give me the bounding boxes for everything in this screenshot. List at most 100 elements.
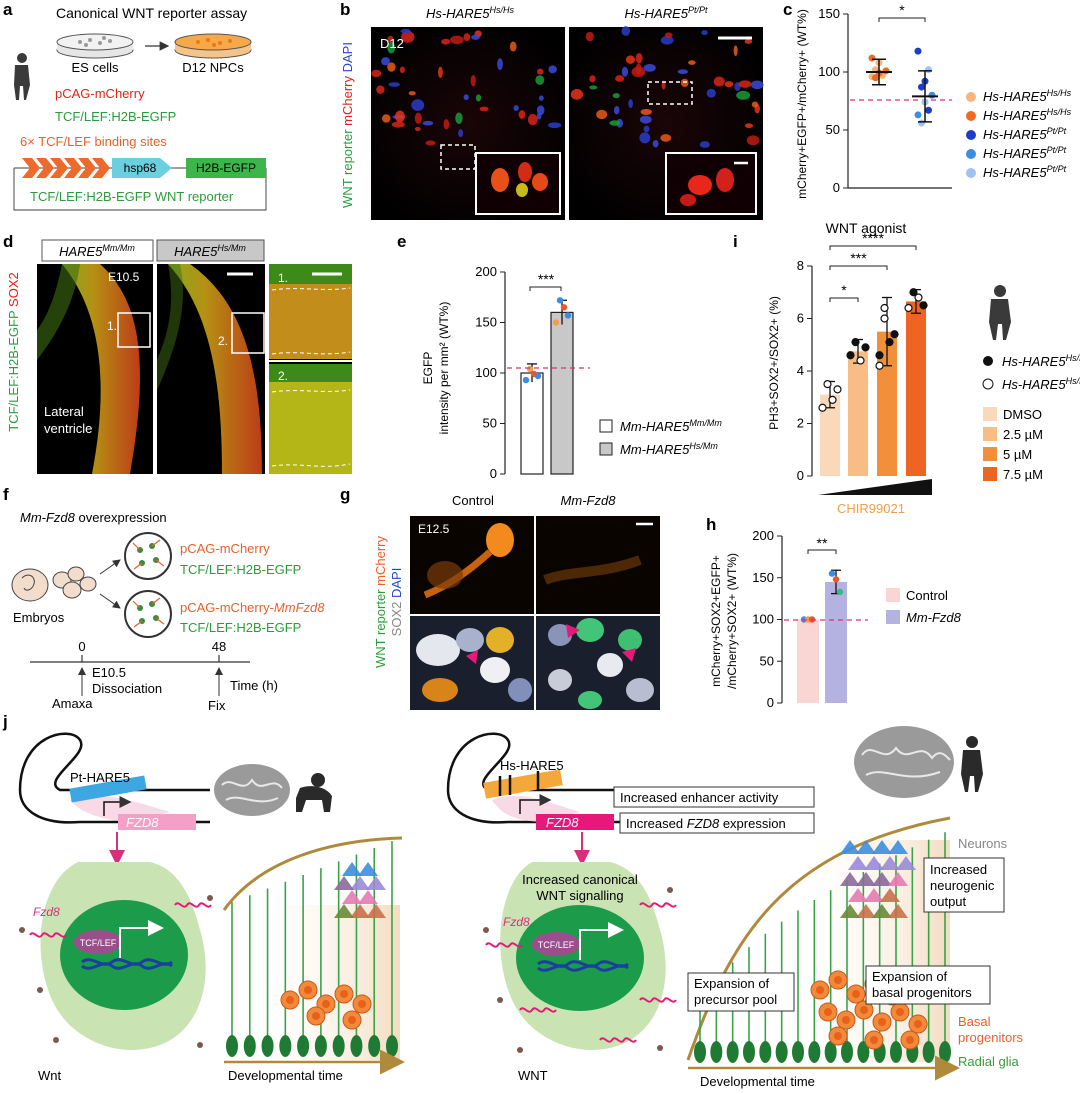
f-fix: Fix: [208, 698, 226, 713]
i-title: WNT agonist: [826, 220, 907, 236]
c-legend-swatch: [966, 168, 976, 178]
b-cell-dot: [536, 105, 545, 116]
j-basal1: Basal: [958, 1014, 991, 1029]
j-left-basal-nucleus: [340, 990, 348, 998]
a-plasmid-backbone: [13, 168, 267, 211]
chimp-brain-icon: [214, 764, 290, 816]
b-cell-dot: [401, 31, 415, 43]
b-cell-dot: [394, 110, 405, 123]
h-tick-label: 50: [760, 653, 774, 668]
b-cell-dot: [497, 58, 503, 71]
h-legend-label: Mm-Fzd8: [906, 610, 962, 625]
h-significance: **: [817, 535, 828, 551]
b-cell-dot: [391, 121, 405, 128]
j-exp-basal2: basal progenitors: [872, 985, 972, 1000]
j-right-radial-glia: [743, 1041, 755, 1063]
e-tick-label: 0: [490, 466, 497, 481]
j-inc-fzd-box: [619, 812, 815, 834]
h-ylabel1: mCherry+SOX2+EGFP+: [709, 555, 723, 687]
a-binding-chevrons: [22, 158, 110, 178]
i-data-marks: [818, 288, 928, 476]
c-tick-label: 100: [818, 64, 840, 79]
b-cell-dot: [387, 62, 396, 72]
j-left-basal-nucleus: [358, 1000, 366, 1008]
b-inset-roi-2: [647, 81, 693, 105]
j-left-neuron: [342, 862, 362, 876]
b-cell-dot: [513, 105, 519, 111]
c-ylabel: mCherry+EGFP+/mCherry+ (WT%): [795, 9, 809, 199]
panel-label-c: c: [783, 0, 792, 19]
j-nucleus-left: [60, 900, 188, 1010]
b-cell-dots: [371, 26, 764, 148]
j-right-basal-nucleus: [852, 990, 860, 998]
e-legend-swatch: [599, 442, 613, 456]
j-right-radial-glia: [759, 1041, 772, 1063]
e-sig-bracket: [529, 286, 562, 291]
a-hsp68-promoter: [112, 158, 172, 178]
d-header-1: [41, 239, 154, 262]
j-left-radial-glia: [226, 1035, 238, 1057]
a-binding: 6× TCF/LEF binding sites: [20, 134, 167, 149]
j-left-neuron: [334, 876, 354, 890]
j-left-radial-glia: [350, 1035, 363, 1057]
j-right-neuron: [872, 840, 892, 854]
j-wnt-right: WNT: [518, 1068, 548, 1083]
j-right-neuron: [856, 904, 876, 918]
j-hs-hare5-box: [483, 769, 563, 799]
j-left-basal-nucleus: [348, 1016, 356, 1024]
panel-label-i: i: [733, 232, 738, 251]
j-right-neuron: [888, 840, 908, 854]
b-cell-dot: [744, 123, 754, 129]
b-cell-dot: [677, 69, 688, 75]
b-cell-dot: [518, 110, 526, 119]
b-cell-dot: [713, 76, 725, 87]
i-point: [890, 330, 899, 339]
j-devtime-right: Developmental time: [700, 1074, 815, 1089]
b-cell-dot: [509, 41, 517, 52]
j-right-basal-nucleus: [842, 1016, 850, 1024]
j-left-radial-glia: [261, 1035, 274, 1057]
j-right-basal-nucleus: [824, 1008, 832, 1016]
b-cell-dot: [479, 106, 489, 112]
i-point: [846, 351, 855, 360]
i-sig-bracket: [829, 265, 888, 270]
i-point: [880, 314, 889, 323]
b-cell-dot: [470, 75, 476, 87]
i-sig-label: *: [841, 282, 847, 298]
j-left-neuron: [350, 876, 370, 890]
j-right-basal-nucleus: [870, 1036, 878, 1044]
e-point: [560, 304, 568, 311]
c-point: [914, 111, 922, 119]
j-inc-wnt2: WNT signalling: [536, 888, 623, 903]
d-ventricle: ventricle: [44, 421, 92, 436]
c-legend-label: Hs-HARE5Pt/Pt: [983, 126, 1067, 142]
f-t48: 48: [212, 639, 226, 654]
j-right-basal-nucleus: [914, 1020, 922, 1028]
panel-d: d HARE5Mm/Mm HARE5Hs/Mm TCF/LEF:H2B-EGFP…: [3, 232, 352, 474]
i-legend-open-dot: [982, 378, 994, 390]
i-ylabel: PH3+SOX2+/SOX2+ (%): [767, 296, 781, 430]
i-tick-label: 2: [797, 416, 804, 431]
i-bar: [848, 351, 868, 476]
c-point: [928, 91, 936, 99]
human-brain-icon: [854, 726, 954, 798]
j-right-neuron: [872, 872, 892, 886]
j-right-neuron: [840, 840, 860, 854]
a-es-cells: ES cells: [72, 60, 119, 75]
b-cell-dot: [643, 125, 650, 133]
e-significance: ***: [538, 271, 555, 287]
c-tick-label: 50: [826, 122, 840, 137]
e-point: [534, 372, 542, 380]
f-title: Mm-Fzd8 overexpression: [20, 510, 167, 525]
b-cell-dot: [639, 115, 652, 124]
b-cell-dot: [381, 114, 391, 123]
c-legend-label: Hs-HARE5Pt/Pt: [983, 145, 1067, 161]
panel-label-h: h: [706, 515, 716, 534]
b-cell-dot: [438, 66, 443, 79]
a-tcf: TCF/LEF:H2B-EGFP: [55, 109, 176, 124]
j-left-neuron: [358, 890, 378, 904]
b-cell-dot: [680, 78, 689, 88]
b-cell-dot: [475, 94, 482, 102]
